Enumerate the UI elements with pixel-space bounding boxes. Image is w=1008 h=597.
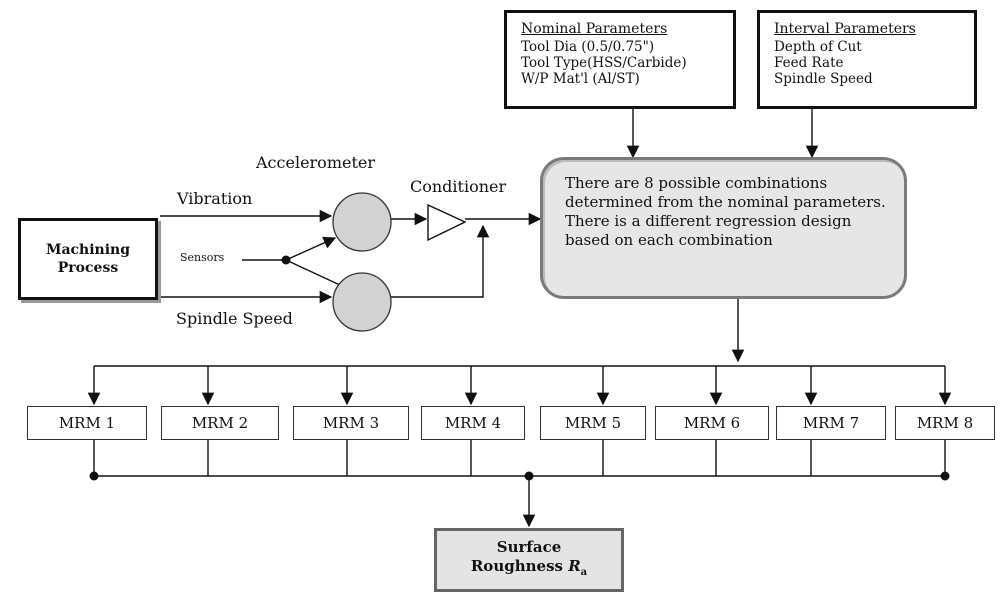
nominal-line-1: Tool Dia (0.5/0.75") bbox=[521, 39, 655, 55]
bus-right-dot bbox=[940, 471, 950, 481]
mrm-box-7: MRM 7 bbox=[776, 406, 886, 440]
mrm-box-1: MRM 1 bbox=[27, 406, 147, 440]
machining-line-1: Machining bbox=[45, 242, 131, 258]
surface-roughness-word: Roughness bbox=[470, 557, 563, 575]
nominal-parameters-title: Nominal Parameters bbox=[521, 21, 668, 37]
sensors-label: Sensors bbox=[180, 251, 225, 264]
mrm-box-5: MRM 5 bbox=[540, 406, 646, 440]
interval-line-1: Depth of Cut bbox=[774, 39, 862, 55]
mrm-box-6: MRM 6 bbox=[655, 406, 769, 440]
interval-line-3: Spindle Speed bbox=[774, 71, 873, 87]
mrm-box-2: MRM 2 bbox=[161, 406, 279, 440]
mrm-box-4: MRM 4 bbox=[421, 406, 525, 440]
bus-center-dot bbox=[524, 471, 534, 481]
mrm-box-8: MRM 8 bbox=[895, 406, 995, 440]
interval-parameters-title: Interval Parameters bbox=[774, 21, 916, 37]
surface-line-2: Roughness Ra bbox=[471, 557, 587, 582]
mrm-box-3: MRM 3 bbox=[293, 406, 409, 440]
nominal-line-2: Tool Type(HSS/Carbide) bbox=[521, 55, 687, 71]
vibration-label: Vibration bbox=[177, 189, 253, 208]
nominal-parameters-box: Nominal Parameters Tool Dia (0.5/0.75") … bbox=[504, 10, 736, 109]
spindle-to-conditioner bbox=[391, 224, 490, 298]
spindle-speed-label: Spindle Speed bbox=[176, 309, 293, 328]
machining-line-2: Process bbox=[57, 260, 119, 276]
surface-line-1: Surface bbox=[496, 538, 562, 556]
accelerometer-label: Accelerometer bbox=[256, 153, 375, 172]
spindle-sensor-circle bbox=[332, 272, 392, 332]
regression-design-box: There are 8 possible combinations determ… bbox=[540, 157, 907, 299]
surface-roughness-subscript: a bbox=[580, 567, 588, 578]
interval-line-2: Feed Rate bbox=[774, 55, 844, 71]
regression-design-text: There are 8 possible combinations determ… bbox=[565, 174, 886, 249]
accelerometer-circle bbox=[332, 192, 392, 252]
surface-roughness-symbol: R bbox=[568, 557, 581, 575]
sensor-to-spindle bbox=[285, 259, 343, 287]
conditioner-triangle bbox=[427, 203, 467, 242]
interval-parameters-box: Interval Parameters Depth of Cut Feed Ra… bbox=[757, 10, 977, 109]
sensors-junction-dot bbox=[281, 255, 291, 265]
conditioner-label: Conditioner bbox=[410, 177, 507, 196]
nominal-line-3: W/P Mat'l (Al/ST) bbox=[521, 71, 640, 87]
surface-roughness-box: Surface Roughness Ra bbox=[434, 528, 624, 592]
machining-process-box: Machining Process bbox=[18, 218, 158, 300]
sensor-to-accel bbox=[285, 236, 337, 261]
bus-left-dot bbox=[89, 471, 99, 481]
